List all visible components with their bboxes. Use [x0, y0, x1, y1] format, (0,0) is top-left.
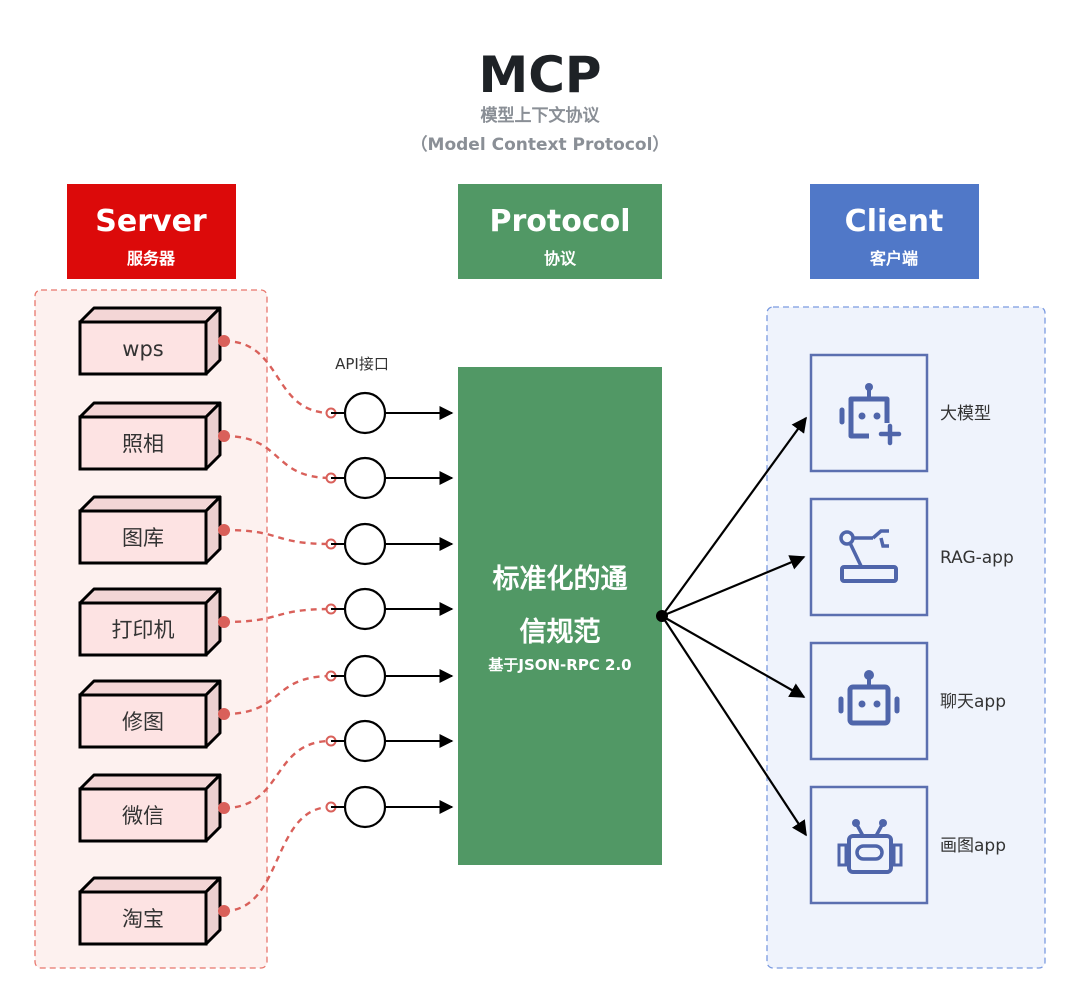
api-port	[331, 587, 454, 631]
api-port	[331, 785, 454, 829]
server-item: 图库	[78, 495, 222, 565]
server-item-label: wps	[122, 337, 163, 361]
protocol-body-line2: 信规范	[520, 617, 601, 648]
api-interface-circle	[343, 785, 387, 829]
server-item: 淘宝	[78, 876, 222, 946]
server-item-label: 微信	[122, 804, 164, 828]
api-port	[331, 654, 454, 698]
api-port	[331, 719, 454, 763]
client-header-title: Client	[845, 204, 944, 239]
server-connector	[218, 735, 337, 814]
client-panel	[766, 306, 1046, 969]
server-item: wps	[78, 306, 222, 376]
connector-source-dot	[218, 802, 230, 814]
server-connector	[218, 335, 337, 419]
server-item: 修图	[78, 679, 222, 749]
api-interface-circle	[343, 587, 387, 631]
client-item: 聊天app	[809, 641, 1006, 761]
client-item-label: RAG-app	[940, 548, 1014, 568]
fanout-arrow	[661, 615, 807, 837]
server-header-subtitle: 服务器	[127, 249, 176, 268]
api-interface-label: API接口	[335, 355, 389, 373]
client-header: Client 客户端	[810, 184, 979, 279]
connector-source-dot	[218, 708, 230, 720]
client-item-frame	[809, 785, 929, 905]
chat-robot-icon	[838, 670, 900, 726]
diagram-title: MCP	[478, 46, 601, 104]
fanout-arrow	[661, 615, 806, 698]
api-interface-circle	[343, 456, 387, 500]
fanout-arrow	[661, 555, 806, 618]
connector-source-dot	[218, 430, 230, 442]
client-item-frame	[809, 641, 929, 761]
connector-source-dot	[218, 335, 230, 347]
connector-source-dot	[218, 524, 230, 536]
server-header-title: Server	[95, 204, 207, 239]
server-item-label: 打印机	[112, 618, 175, 642]
fanout-hub	[656, 610, 668, 622]
robot-arm-icon	[839, 529, 898, 583]
client-item-label: 聊天app	[940, 692, 1006, 712]
protocol-body-line1: 标准化的通	[493, 563, 628, 595]
diagram-subtitle-zh: 模型上下文协议	[481, 105, 601, 126]
server-item-label: 淘宝	[122, 907, 164, 931]
api-port	[331, 391, 454, 435]
protocol-header-title: Protocol	[489, 204, 630, 239]
fanout-arrow	[661, 416, 807, 617]
client-item: 大模型	[809, 353, 991, 473]
api-interface-circle	[343, 391, 387, 435]
server-item: 照相	[78, 401, 222, 471]
protocol-body-line3: 基于JSON-RPC 2.0	[487, 656, 631, 674]
connector-source-dot	[218, 616, 230, 628]
client-item: RAG-app	[809, 497, 1014, 617]
client-item: 画图app	[809, 785, 1006, 905]
client-item-label: 大模型	[940, 404, 991, 424]
server-item-label: 修图	[122, 710, 164, 734]
connector-source-dot	[218, 905, 230, 917]
protocol-body: 标准化的通 信规范 基于JSON-RPC 2.0	[458, 367, 662, 865]
protocol-header: Protocol 协议	[458, 184, 662, 279]
protocol-header-subtitle: 协议	[544, 249, 577, 268]
client-item-frame	[809, 353, 929, 473]
server-item-label: 图库	[122, 526, 164, 550]
robot-add-icon	[839, 383, 902, 446]
client-item-label: 画图app	[940, 836, 1006, 856]
api-port	[331, 522, 454, 566]
api-port	[331, 456, 454, 500]
api-interface-circle	[343, 719, 387, 763]
server-item: 微信	[78, 773, 222, 843]
diagram-subtitle-en: （Model Context Protocol）	[411, 134, 670, 155]
client-item-frame	[809, 497, 929, 617]
api-interface-circle	[343, 654, 387, 698]
server-item: 打印机	[78, 587, 222, 657]
server-header: Server 服务器	[67, 184, 236, 279]
drawing-robot-icon	[837, 819, 903, 874]
api-interface-circle	[343, 522, 387, 566]
client-header-subtitle: 客户端	[870, 249, 918, 268]
server-item-label: 照相	[122, 432, 164, 456]
